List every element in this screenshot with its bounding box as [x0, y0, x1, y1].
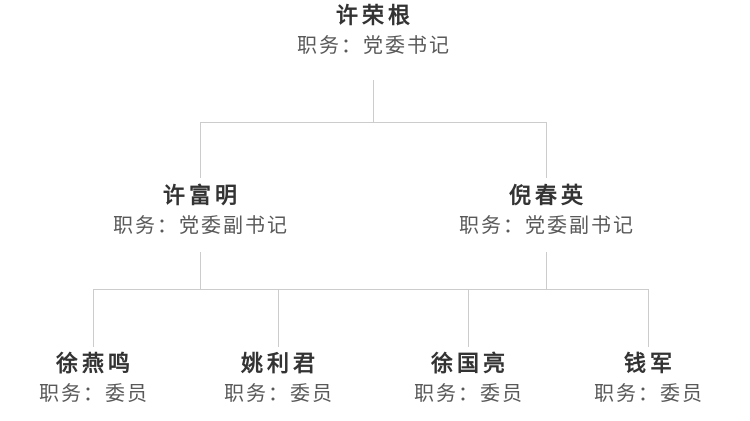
person-name: 钱军 [623, 351, 676, 376]
connector-drop-level2-left [200, 122, 201, 178]
connector-drop-level2-right [546, 122, 547, 178]
person-name: 徐燕鸣 [55, 351, 134, 376]
connector-drop-level3-3 [468, 289, 469, 347]
org-node-level3-4[interactable]: 钱军 职务：委员 [592, 350, 704, 408]
person-name: 倪春英 [508, 183, 587, 208]
person-title: 职务：委员 [414, 383, 524, 405]
connector-drop-level3-2 [278, 289, 279, 347]
org-node-level2-right[interactable]: 倪春英 职务：党委副书记 [457, 182, 635, 240]
org-node-level3-2[interactable]: 姚利君 职务：委员 [222, 350, 334, 408]
person-title: 职务：委员 [224, 383, 334, 405]
person-name: 姚利君 [240, 351, 319, 376]
person-name: 许富明 [162, 183, 241, 208]
connector-drop-level3-4 [648, 289, 649, 347]
connector-level3-rail [93, 289, 649, 290]
person-title: 职务：党委副书记 [459, 215, 635, 237]
person-title: 职务：党委副书记 [113, 215, 289, 237]
person-title: 职务：党委书记 [297, 35, 451, 57]
connector-root-trunk [373, 80, 374, 122]
connector-level2-rail [200, 122, 547, 123]
connector-trunk-level2-left [200, 252, 201, 290]
person-name: 徐国亮 [430, 351, 509, 376]
org-node-level3-3[interactable]: 徐国亮 职务：委员 [412, 350, 524, 408]
org-node-level3-1[interactable]: 徐燕鸣 职务：委员 [37, 350, 149, 408]
person-title: 职务：委员 [594, 383, 704, 405]
org-node-level2-left[interactable]: 许富明 职务：党委副书记 [111, 182, 289, 240]
connector-drop-level3-1 [93, 289, 94, 347]
person-name: 许荣根 [335, 3, 414, 28]
person-title: 职务：委员 [39, 383, 149, 405]
connector-trunk-level2-right [546, 252, 547, 290]
org-node-root[interactable]: 许荣根 职务：党委书记 [295, 2, 451, 60]
